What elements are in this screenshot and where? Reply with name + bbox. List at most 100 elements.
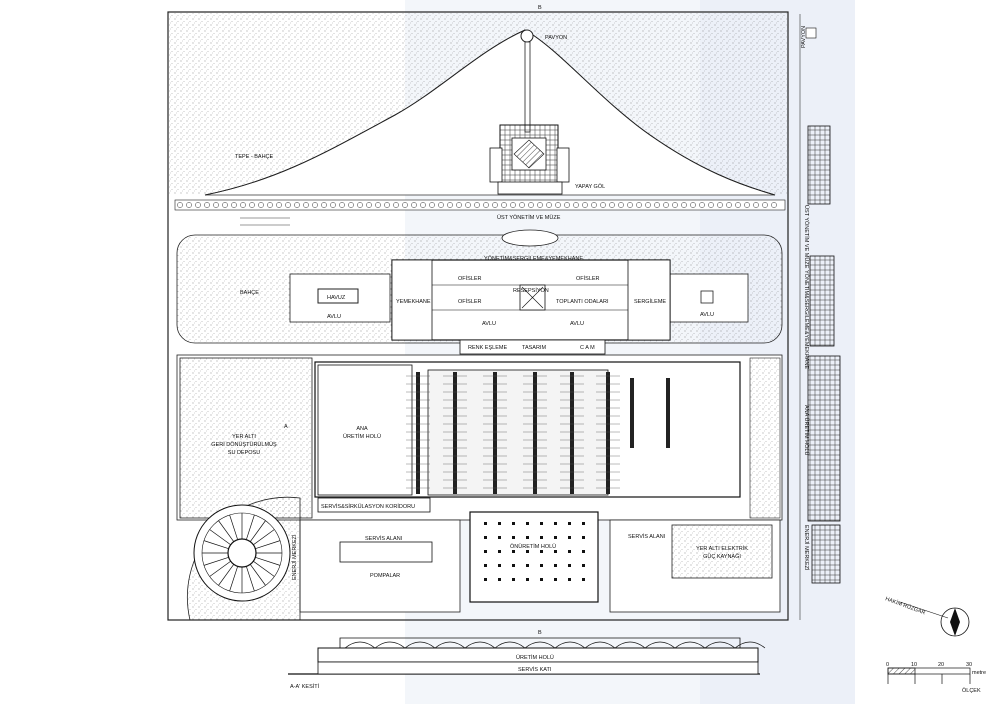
production-line <box>533 372 537 494</box>
tree <box>465 202 471 208</box>
production-line <box>666 378 670 448</box>
tree <box>303 202 309 208</box>
label-ust-yonetim: ÜST YÖNETİM VE MÜZE <box>497 214 561 221</box>
column <box>526 578 529 581</box>
tree <box>357 202 363 208</box>
tree <box>654 202 660 208</box>
tree <box>456 202 462 208</box>
tree <box>348 202 354 208</box>
column <box>568 522 571 525</box>
tree <box>447 202 453 208</box>
tree <box>402 202 408 208</box>
tree <box>267 202 273 208</box>
label-uretim-holu: ÜRETİM HOLÜ <box>516 654 554 661</box>
tree <box>483 202 489 208</box>
column <box>554 550 557 553</box>
column <box>498 550 501 553</box>
spoke <box>203 556 229 566</box>
column <box>512 564 515 567</box>
label-pavyon: PAVYON <box>545 35 567 41</box>
tree <box>294 202 300 208</box>
column <box>526 522 529 525</box>
tree <box>240 202 246 208</box>
roof-arch <box>584 641 616 649</box>
tree <box>537 202 543 208</box>
section-aa <box>288 637 760 675</box>
spoke <box>245 514 255 540</box>
column <box>568 536 571 539</box>
spoke <box>229 566 239 592</box>
service-zone <box>299 511 781 613</box>
column <box>526 564 529 567</box>
tree-dots <box>177 202 777 208</box>
tree <box>618 202 624 208</box>
spoke <box>203 540 229 550</box>
label-side-yonetim: YÖNETİM&SERGİLEME&YEMEKHANE <box>803 270 810 369</box>
tree <box>546 202 552 208</box>
column <box>526 536 529 539</box>
tree <box>249 202 255 208</box>
energy-center <box>186 496 301 621</box>
management-site <box>176 229 783 355</box>
spoke <box>245 566 255 592</box>
label-havuz: HAVUZ <box>327 295 346 301</box>
label-yer-alti-su-1: YER ALTI <box>232 434 256 440</box>
wind-rose <box>899 601 970 637</box>
roof-arch <box>374 641 406 649</box>
tree <box>501 202 507 208</box>
tree <box>321 202 327 208</box>
tree <box>627 202 633 208</box>
label-ofisler-3: OFİSLER <box>576 275 600 282</box>
scale-tick-0: 0 <box>886 662 889 668</box>
column <box>512 550 515 553</box>
column <box>582 578 585 581</box>
column <box>568 550 571 553</box>
label-side-ust: ÜST YÖNETİM VE MÜZE <box>803 205 810 269</box>
label-side-enerji: ENERJİ MERKEZİ <box>803 525 810 571</box>
spoke <box>218 564 235 586</box>
label-koridor: SERVİS&SİRKÜLASYON KORİDORU <box>321 503 415 510</box>
label-servis-kati: SERVİS KATI <box>518 666 552 673</box>
tree <box>420 202 426 208</box>
tree <box>330 202 336 208</box>
energy-spokes <box>202 513 282 593</box>
tree <box>312 202 318 208</box>
tree <box>339 202 345 208</box>
column <box>582 550 585 553</box>
tree <box>204 202 210 208</box>
label-enerji: ENERJİ MERKEZİ <box>291 534 298 580</box>
column <box>554 522 557 525</box>
tree <box>222 202 228 208</box>
tree <box>474 202 480 208</box>
tree <box>177 202 183 208</box>
column <box>582 564 585 567</box>
column <box>512 522 515 525</box>
tree <box>384 202 390 208</box>
column <box>484 522 487 525</box>
label-aa-kesiti: A-A' KESİTİ <box>290 683 320 690</box>
column <box>540 578 543 581</box>
label-toplanti: TOPLANTI ODALARI <box>556 299 609 305</box>
scale-bar <box>887 667 971 684</box>
column <box>484 536 487 539</box>
label-renk: RENK EŞLEME <box>468 345 507 351</box>
label-onuretim: ÖNÜRETİM HOLÜ <box>510 543 556 550</box>
roof-arch <box>704 641 736 649</box>
column <box>554 564 557 567</box>
column <box>568 564 571 567</box>
production-line <box>630 378 634 448</box>
roof-arch <box>494 641 526 649</box>
tree <box>672 202 678 208</box>
label-yer-alti-su-2: GERİ DÖNÜŞTÜRÜLMÜŞ <box>211 441 277 448</box>
production-line <box>416 372 420 494</box>
label-metre: metre <box>972 670 986 676</box>
tree <box>564 202 570 208</box>
tree <box>708 202 714 208</box>
spoke <box>218 520 235 542</box>
tree <box>582 202 588 208</box>
label-yapay-gol: YAPAY GÖL <box>575 183 605 190</box>
spoke <box>255 540 281 550</box>
tree <box>393 202 399 208</box>
column <box>554 578 557 581</box>
label-servis-alani-1: SERVİS ALANI <box>365 535 403 542</box>
